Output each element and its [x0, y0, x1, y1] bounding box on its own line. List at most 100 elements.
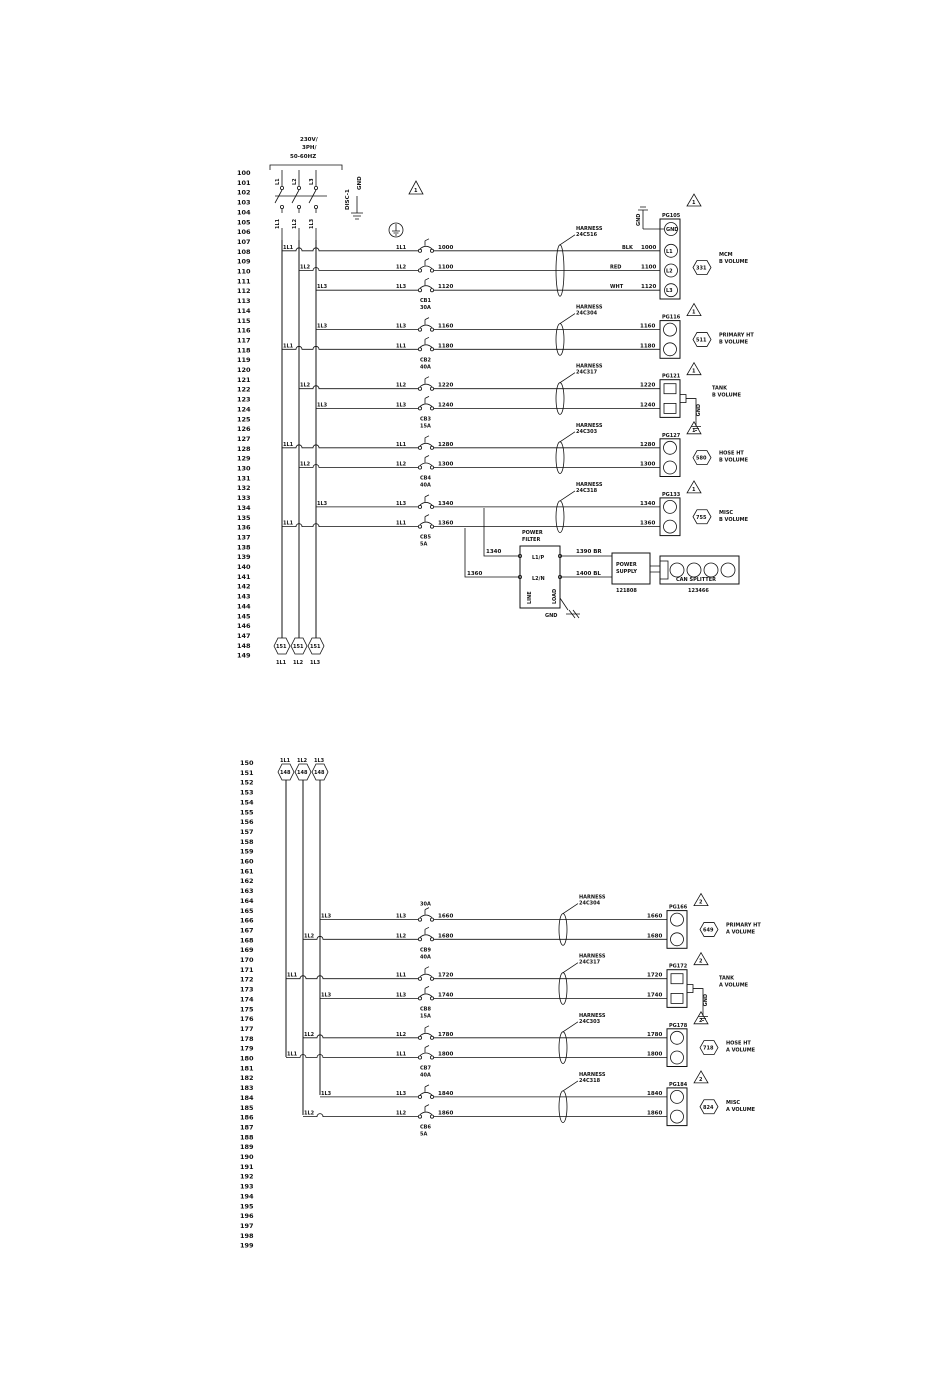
wire-number: 1860: [438, 1111, 453, 1117]
power-supply-part: 121808: [616, 588, 637, 594]
harness-oval: [555, 441, 565, 474]
supply-frequency: 50-60HZ: [290, 154, 316, 160]
bus-end-label: 1L2: [293, 660, 304, 666]
supply-phase: 3PH/: [302, 145, 317, 151]
connector-pin: [664, 263, 678, 278]
bus-tap-label: 1L2: [300, 383, 311, 389]
row-number: 129: [237, 455, 251, 463]
row-number: 167: [240, 926, 254, 934]
connector-pin: [670, 1050, 684, 1065]
bus-tap-label: 1L3: [321, 992, 332, 998]
row-number: 111: [237, 277, 251, 285]
wire-number: 1360: [438, 521, 453, 527]
breaker-line-label: 1L1: [396, 973, 407, 979]
wire-number: 1340: [438, 501, 453, 507]
connector-pin: [670, 1090, 684, 1104]
connector-id: PG133: [662, 492, 681, 498]
tank-gnd-label: GND: [696, 404, 702, 416]
row-number: 130: [237, 465, 251, 473]
wire-number-end: 1340: [640, 501, 655, 507]
svg-text:2: 2: [699, 1077, 703, 1083]
harness-id: 24C318: [579, 1078, 601, 1084]
row-number: 137: [237, 533, 251, 541]
row-number: 138: [237, 543, 251, 551]
row-number: 107: [237, 238, 251, 246]
breaker-line-label: 1L2: [396, 1111, 407, 1117]
breaker-line-label: 1L1: [396, 245, 407, 251]
connector-pin: [670, 973, 684, 985]
row-number: 182: [240, 1074, 254, 1082]
row-number: 170: [240, 956, 254, 964]
harness-id: 24C516: [576, 232, 598, 238]
harness-oval: [558, 913, 568, 946]
svg-text:1: 1: [692, 369, 696, 375]
row-number: 109: [237, 258, 251, 266]
row-number: 128: [237, 445, 251, 453]
row-number: 118: [237, 346, 251, 354]
harness-label: HARNESS: [576, 305, 603, 311]
row-number: 162: [240, 877, 254, 885]
row-number: 157: [240, 828, 254, 836]
device-volume: A VOLUME: [726, 1048, 756, 1054]
row-number: 106: [237, 228, 251, 236]
device-volume: B VOLUME: [719, 517, 749, 523]
bus-tap-label: 1L2: [304, 933, 315, 939]
bus-continue-hex: 148: [297, 770, 308, 776]
disconnect-load-label: 1L1: [275, 218, 281, 229]
row-number: 121: [237, 376, 251, 384]
harness-oval: [555, 500, 565, 533]
wire-number-end: 1240: [640, 402, 655, 408]
device-volume: A VOLUME: [726, 929, 756, 935]
row-number: 156: [240, 818, 254, 826]
bus-start-label: 1L3: [314, 758, 325, 764]
svg-text:2: 2: [699, 1018, 703, 1024]
connector-id: PG184: [669, 1082, 688, 1088]
power-supply-name-2: SUPPLY: [616, 569, 637, 575]
wire-number: 1720: [438, 973, 453, 979]
wire-number: 1120: [438, 284, 453, 290]
device-ref: 649: [703, 927, 714, 933]
device-name: HOSE HT: [719, 451, 744, 457]
power-filter-in-b: L2/N: [532, 576, 545, 582]
disconnect-switch: DISC-1 GND: [345, 176, 404, 238]
bus-start-label: 1L1: [280, 758, 291, 764]
breaker-line-label: 1L1: [396, 343, 407, 349]
wire-number-end: 1720: [647, 973, 662, 979]
breaker-rating-top: 30A: [420, 902, 431, 908]
connector-body: [659, 438, 681, 477]
row-number: 131: [237, 474, 251, 482]
row-number: 184: [240, 1094, 254, 1102]
row-number: 153: [240, 789, 254, 797]
harness-id: 24C317: [579, 960, 601, 966]
wire-color: BLK: [622, 245, 634, 251]
breaker-rating: 40A: [420, 483, 431, 489]
breaker-rating: 40A: [420, 364, 431, 370]
row-number: 116: [237, 327, 251, 335]
warning-triangle-icon: 2: [693, 1070, 709, 1084]
harness-oval: [558, 1090, 568, 1124]
connector-pin: [670, 912, 684, 927]
breaker-line-label: 1L2: [396, 265, 407, 271]
row-number: 173: [240, 986, 254, 994]
device-volume: B VOLUME: [719, 458, 749, 464]
wire-number: 1840: [438, 1091, 453, 1097]
connector-body: [666, 1028, 688, 1068]
breaker-rating: 15A: [420, 1013, 431, 1019]
device-name: MISC: [719, 510, 733, 516]
row-number: 144: [237, 602, 251, 610]
harness-oval: [558, 972, 568, 1005]
connector-body: [659, 320, 681, 359]
connector-pin: [663, 402, 677, 414]
warning-triangle-icon: 2: [693, 951, 709, 966]
can-splitter-name: CAN SPLITTER: [676, 577, 716, 583]
earth-ground-icon: [388, 222, 404, 238]
wire-number: 1000: [438, 245, 453, 251]
breaker-line-label: 1L3: [396, 914, 407, 920]
harness-label: HARNESS: [579, 895, 606, 901]
wire-color: RED: [610, 265, 621, 271]
connector-id: PG178: [669, 1023, 688, 1029]
row-number: 103: [237, 199, 251, 207]
breaker-line-label: 1L3: [396, 284, 407, 290]
